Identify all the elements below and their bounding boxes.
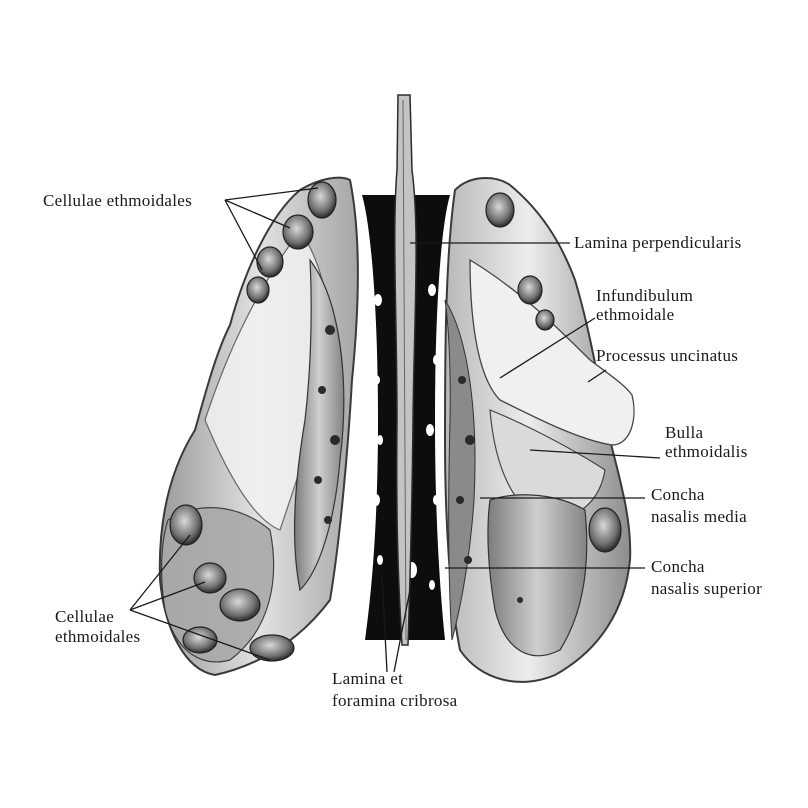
left-ethmoid-cells xyxy=(169,181,340,662)
label-lamina-cribrosa-line2: foramina cribrosa xyxy=(332,691,458,710)
leader-lamina-cribrosa-2 xyxy=(393,589,411,673)
right-ethmoid-labyrinth xyxy=(443,177,635,683)
label-concha-superior-line2: nasalis superior xyxy=(651,579,762,598)
label-concha-media-line1: Concha xyxy=(651,485,705,504)
leader-cellulae-bottom-2 xyxy=(129,581,206,611)
leader-processus-uncinatus xyxy=(587,369,607,383)
label-cellulae-bottom-line2: ethmoidales xyxy=(55,627,140,646)
leader-cellulae-top-3 xyxy=(224,199,263,271)
label-bulla-line2: ethmoidalis xyxy=(665,442,748,461)
leader-lines xyxy=(129,187,661,673)
leader-cellulae-top-1 xyxy=(224,187,319,201)
label-concha-superior-line1: Concha xyxy=(651,557,705,576)
label-cellulae-bottom-line1: Cellulae xyxy=(55,607,114,626)
leader-cellulae-bottom-3 xyxy=(129,609,271,661)
label-processus-uncinatus: Processus uncinatus xyxy=(596,346,738,365)
leader-cellulae-bottom-1 xyxy=(129,534,191,611)
label-bulla-line1: Bulla xyxy=(665,423,703,442)
label-cellulae-ethmoidales-top: Cellulae ethmoidales xyxy=(43,191,192,210)
label-lamina-perpendicularis: Lamina perpendicularis xyxy=(574,233,742,252)
label-infundibulum-line2: ethmoidale xyxy=(596,305,675,324)
right-ethmoid-cells xyxy=(456,192,622,603)
leader-infundibulum xyxy=(499,317,596,379)
label-lamina-cribrosa-line1: Lamina et xyxy=(332,669,403,688)
label-concha-media-line2: nasalis media xyxy=(651,507,747,526)
leader-bulla xyxy=(529,449,661,459)
labels: Cellulae ethmoidales Lamina perpendicula… xyxy=(43,191,762,710)
left-ethmoid-labyrinth xyxy=(158,176,359,677)
label-infundibulum-line1: Infundibulum xyxy=(596,286,693,305)
leader-cellulae-top-2 xyxy=(224,199,291,229)
leader-lamina-cribrosa-1 xyxy=(381,574,388,673)
lamina-perpendicularis-plate xyxy=(394,94,417,646)
